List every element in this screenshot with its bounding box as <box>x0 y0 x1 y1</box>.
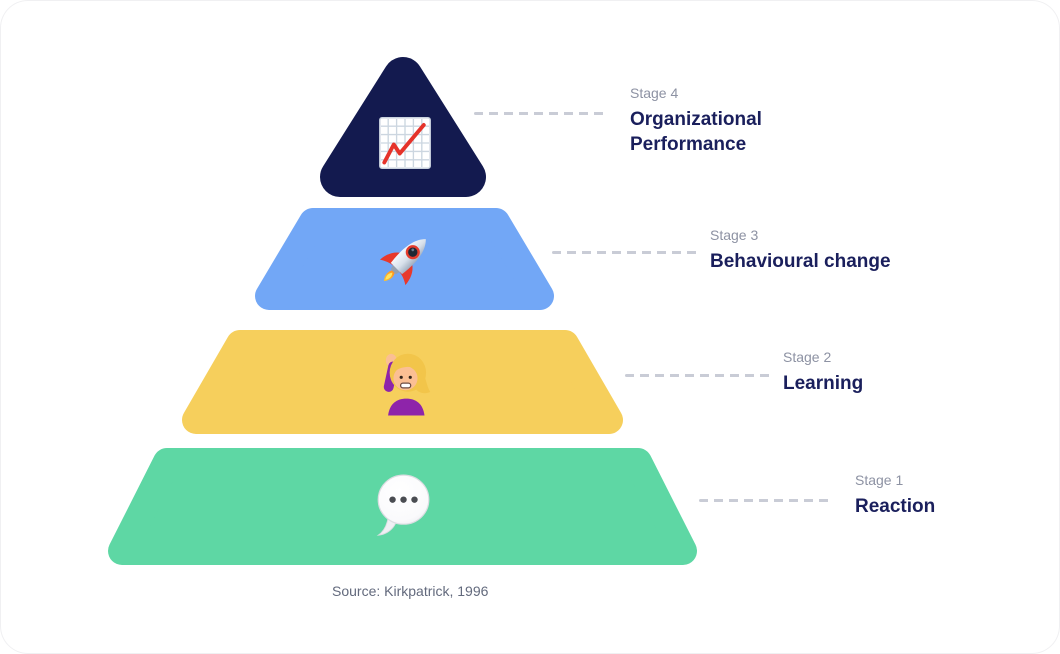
stage-3-title: Behavioural change <box>710 251 891 272</box>
stage-1-connector <box>699 499 831 502</box>
stage-4-text: Stage 4 Organizational Performance <box>630 84 815 157</box>
rocket-icon <box>379 239 426 286</box>
stage-3-connector <box>552 251 698 254</box>
stage-1-label: Stage 1 <box>855 472 904 488</box>
stage-2-connector <box>625 374 771 377</box>
stage-3-text: Stage 3 Behavioural change <box>710 226 970 274</box>
stage-2-title: Learning <box>783 373 864 394</box>
stage-3-label: Stage 3 <box>710 227 759 243</box>
speech-balloon-icon <box>376 474 430 536</box>
stage-2-label: Stage 2 <box>783 349 832 365</box>
stage-1-text: Stage 1 Reaction <box>855 471 1035 519</box>
stage-1-title: Reaction <box>855 496 936 517</box>
stage-4-label: Stage 4 <box>630 85 679 101</box>
stage-2-text: Stage 2 Learning <box>783 348 983 396</box>
chart-increasing-icon <box>379 117 431 169</box>
source-caption: Source: Kirkpatrick, 1996 <box>332 583 489 599</box>
stage-4-title: Organizational Performance <box>630 109 762 155</box>
stage-4-connector <box>474 112 608 115</box>
person-raising-hand-icon <box>383 353 431 416</box>
